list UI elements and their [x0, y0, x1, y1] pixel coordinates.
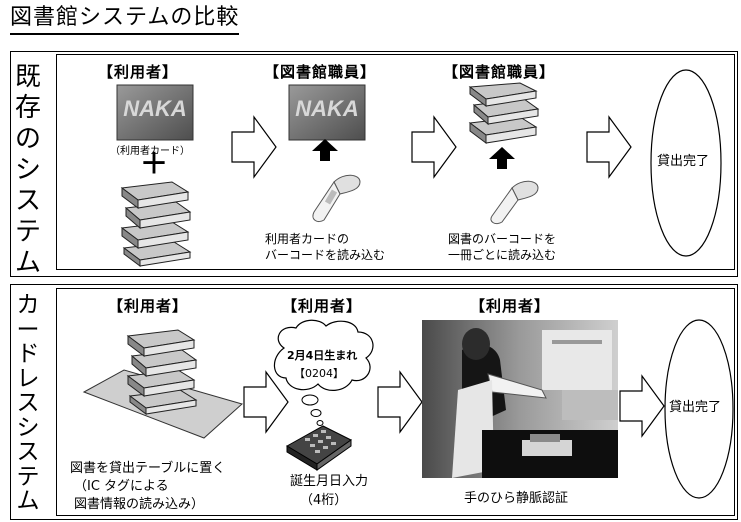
up-arrow-icon	[312, 139, 338, 161]
loan-complete-ellipse-2	[664, 319, 734, 499]
barcode-scanner-icon	[312, 174, 361, 223]
role-staff-label-1: 【図書館職員】	[264, 63, 377, 81]
page-title: 図書館システムの比較	[10, 4, 240, 35]
library-card-image-staff: NAKA	[288, 84, 366, 141]
barcode-scanner-icon-2	[490, 180, 539, 225]
plus-sign: ＋	[140, 147, 169, 180]
flow-arrow-3	[586, 115, 632, 179]
book-stack-image-staff	[468, 82, 540, 144]
birthday-input-caption-1: 誕生月日入力	[290, 474, 369, 489]
card-caption: （利用者カード）	[110, 146, 190, 157]
place-books-caption-2: （IC タグによる	[74, 479, 169, 494]
place-books-caption-3: 図書情報の読み込み）	[74, 497, 205, 512]
keypad-icon	[286, 425, 352, 471]
svg-text:NAKA: NAKA	[123, 96, 187, 121]
svg-text:NAKA: NAKA	[295, 96, 359, 121]
palm-vein-photo	[422, 320, 618, 478]
role-staff-label-2: 【図書館職員】	[443, 63, 556, 81]
palm-vein-caption: 手のひら静脈認証	[464, 491, 569, 506]
bubble-birthday-text: 2月4日生まれ	[287, 349, 358, 362]
up-arrow-icon-2	[489, 147, 515, 169]
loan-complete-ellipse	[650, 69, 722, 257]
loan-table-with-books-image	[82, 329, 244, 439]
flow-arrow-1	[231, 115, 277, 179]
place-books-caption-1: 図書を貸出テーブルに置く	[70, 461, 226, 476]
loan-complete-text: 貸出完了	[657, 154, 710, 169]
library-card-image: NAKA	[116, 84, 194, 141]
loan-complete-text-2: 貸出完了	[669, 400, 722, 415]
birthday-input-caption-2: （4桁）	[300, 493, 348, 508]
scan-book-caption-1: 図書のバーコードを	[448, 232, 557, 246]
scan-card-caption-1: 利用者カードの	[265, 232, 350, 246]
bubble-code-text: 【0204】	[294, 367, 344, 380]
role-user-label-2c: 【利用者】	[470, 297, 551, 315]
section-existing-label: 既 存 の シ ス テ ム	[14, 62, 41, 278]
thought-bubble	[273, 319, 374, 426]
section-cardless-label: カ ー ド レ ス シ ス テ ム	[16, 292, 40, 514]
flow-arrow-5	[377, 370, 423, 434]
role-user-label-2b: 【利用者】	[282, 297, 363, 315]
flow-arrow-4	[243, 370, 289, 434]
scan-book-caption-2: 一冊ごとに読み込む	[448, 248, 557, 262]
flow-arrow-2	[411, 115, 457, 179]
role-user-label: 【利用者】	[98, 63, 179, 81]
scan-card-caption-2: バーコードを読み込む	[265, 248, 386, 262]
role-user-label-2a: 【利用者】	[108, 297, 189, 315]
book-stack-image	[120, 181, 192, 267]
flow-arrow-6	[619, 374, 665, 438]
